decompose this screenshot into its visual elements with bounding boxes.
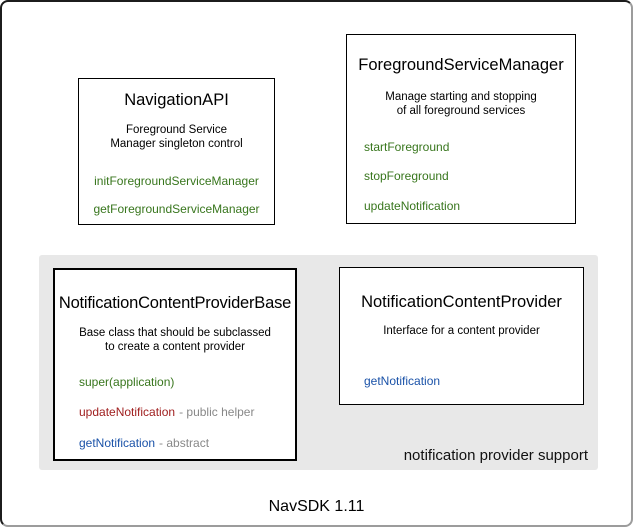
class-description-navigation-api: Foreground Service Manager singleton con… bbox=[79, 123, 274, 152]
method-note: - abstract bbox=[159, 435, 210, 450]
method-initforegroundservicemanager: initForegroundServiceManager bbox=[94, 173, 259, 188]
description-line: to create a content provider bbox=[105, 341, 245, 354]
description-line: Base class that should be subclassed bbox=[79, 326, 271, 339]
description-line: Manager singleton control bbox=[110, 138, 243, 151]
class-box-notification-content-provider: NotificationContentProvider Interface fo… bbox=[339, 267, 584, 405]
class-box-notification-content-provider-base: NotificationContentProviderBase Base cla… bbox=[53, 268, 297, 461]
class-title-foreground-service-manager: ForegroundServiceManager bbox=[358, 56, 564, 74]
method-getnotification: getNotification bbox=[364, 374, 441, 389]
method-getforegroundservicemanager: getForegroundServiceManager bbox=[93, 202, 260, 217]
method-list: startForeground stopForeground updateNot… bbox=[347, 140, 575, 213]
method-startforeground: startForeground bbox=[364, 139, 450, 154]
method-name: updateNotification bbox=[79, 405, 176, 420]
class-title-notification-content-provider-base: NotificationContentProviderBase bbox=[58, 294, 292, 312]
group-label: notification provider support bbox=[403, 447, 588, 464]
class-title-navigation-api: NavigationAPI bbox=[124, 91, 229, 109]
class-box-navigation-api: NavigationAPI Foreground Service Manager… bbox=[78, 78, 275, 225]
method-super-application: super(application) bbox=[79, 375, 295, 389]
description-line: Interface for a content provider bbox=[383, 324, 540, 337]
class-description-notification-content-provider: Interface for a content provider bbox=[340, 324, 583, 338]
class-description-foreground-service-manager: Manage starting and stopping of all fore… bbox=[347, 90, 575, 119]
class-title-notification-content-provider: NotificationContentProvider bbox=[361, 293, 562, 311]
description-line: Manage starting and stopping bbox=[385, 90, 537, 103]
method-updatenotification: updateNotification bbox=[364, 198, 461, 213]
method-getnotification: getNotification- abstract bbox=[79, 436, 295, 450]
sdk-version-caption: NavSDK 1.11 bbox=[268, 498, 365, 515]
class-description-notification-content-provider-base: Base class that should be subclassed to … bbox=[55, 326, 295, 355]
method-name: super(application) bbox=[79, 374, 175, 389]
method-updatenotification: updateNotification- public helper bbox=[79, 405, 295, 419]
method-list: super(application) updateNotification- p… bbox=[55, 375, 295, 450]
description-line: of all foreground services bbox=[396, 105, 526, 118]
method-name: getNotification bbox=[79, 435, 156, 450]
description-line: Foreground Service bbox=[126, 123, 227, 136]
method-list: initForegroundServiceManager getForegrou… bbox=[79, 174, 274, 217]
method-stopforeground: stopForeground bbox=[364, 169, 449, 184]
method-list: getNotification bbox=[340, 374, 583, 388]
class-box-foreground-service-manager: ForegroundServiceManager Manage starting… bbox=[346, 34, 576, 224]
method-note: - public helper bbox=[179, 405, 255, 420]
